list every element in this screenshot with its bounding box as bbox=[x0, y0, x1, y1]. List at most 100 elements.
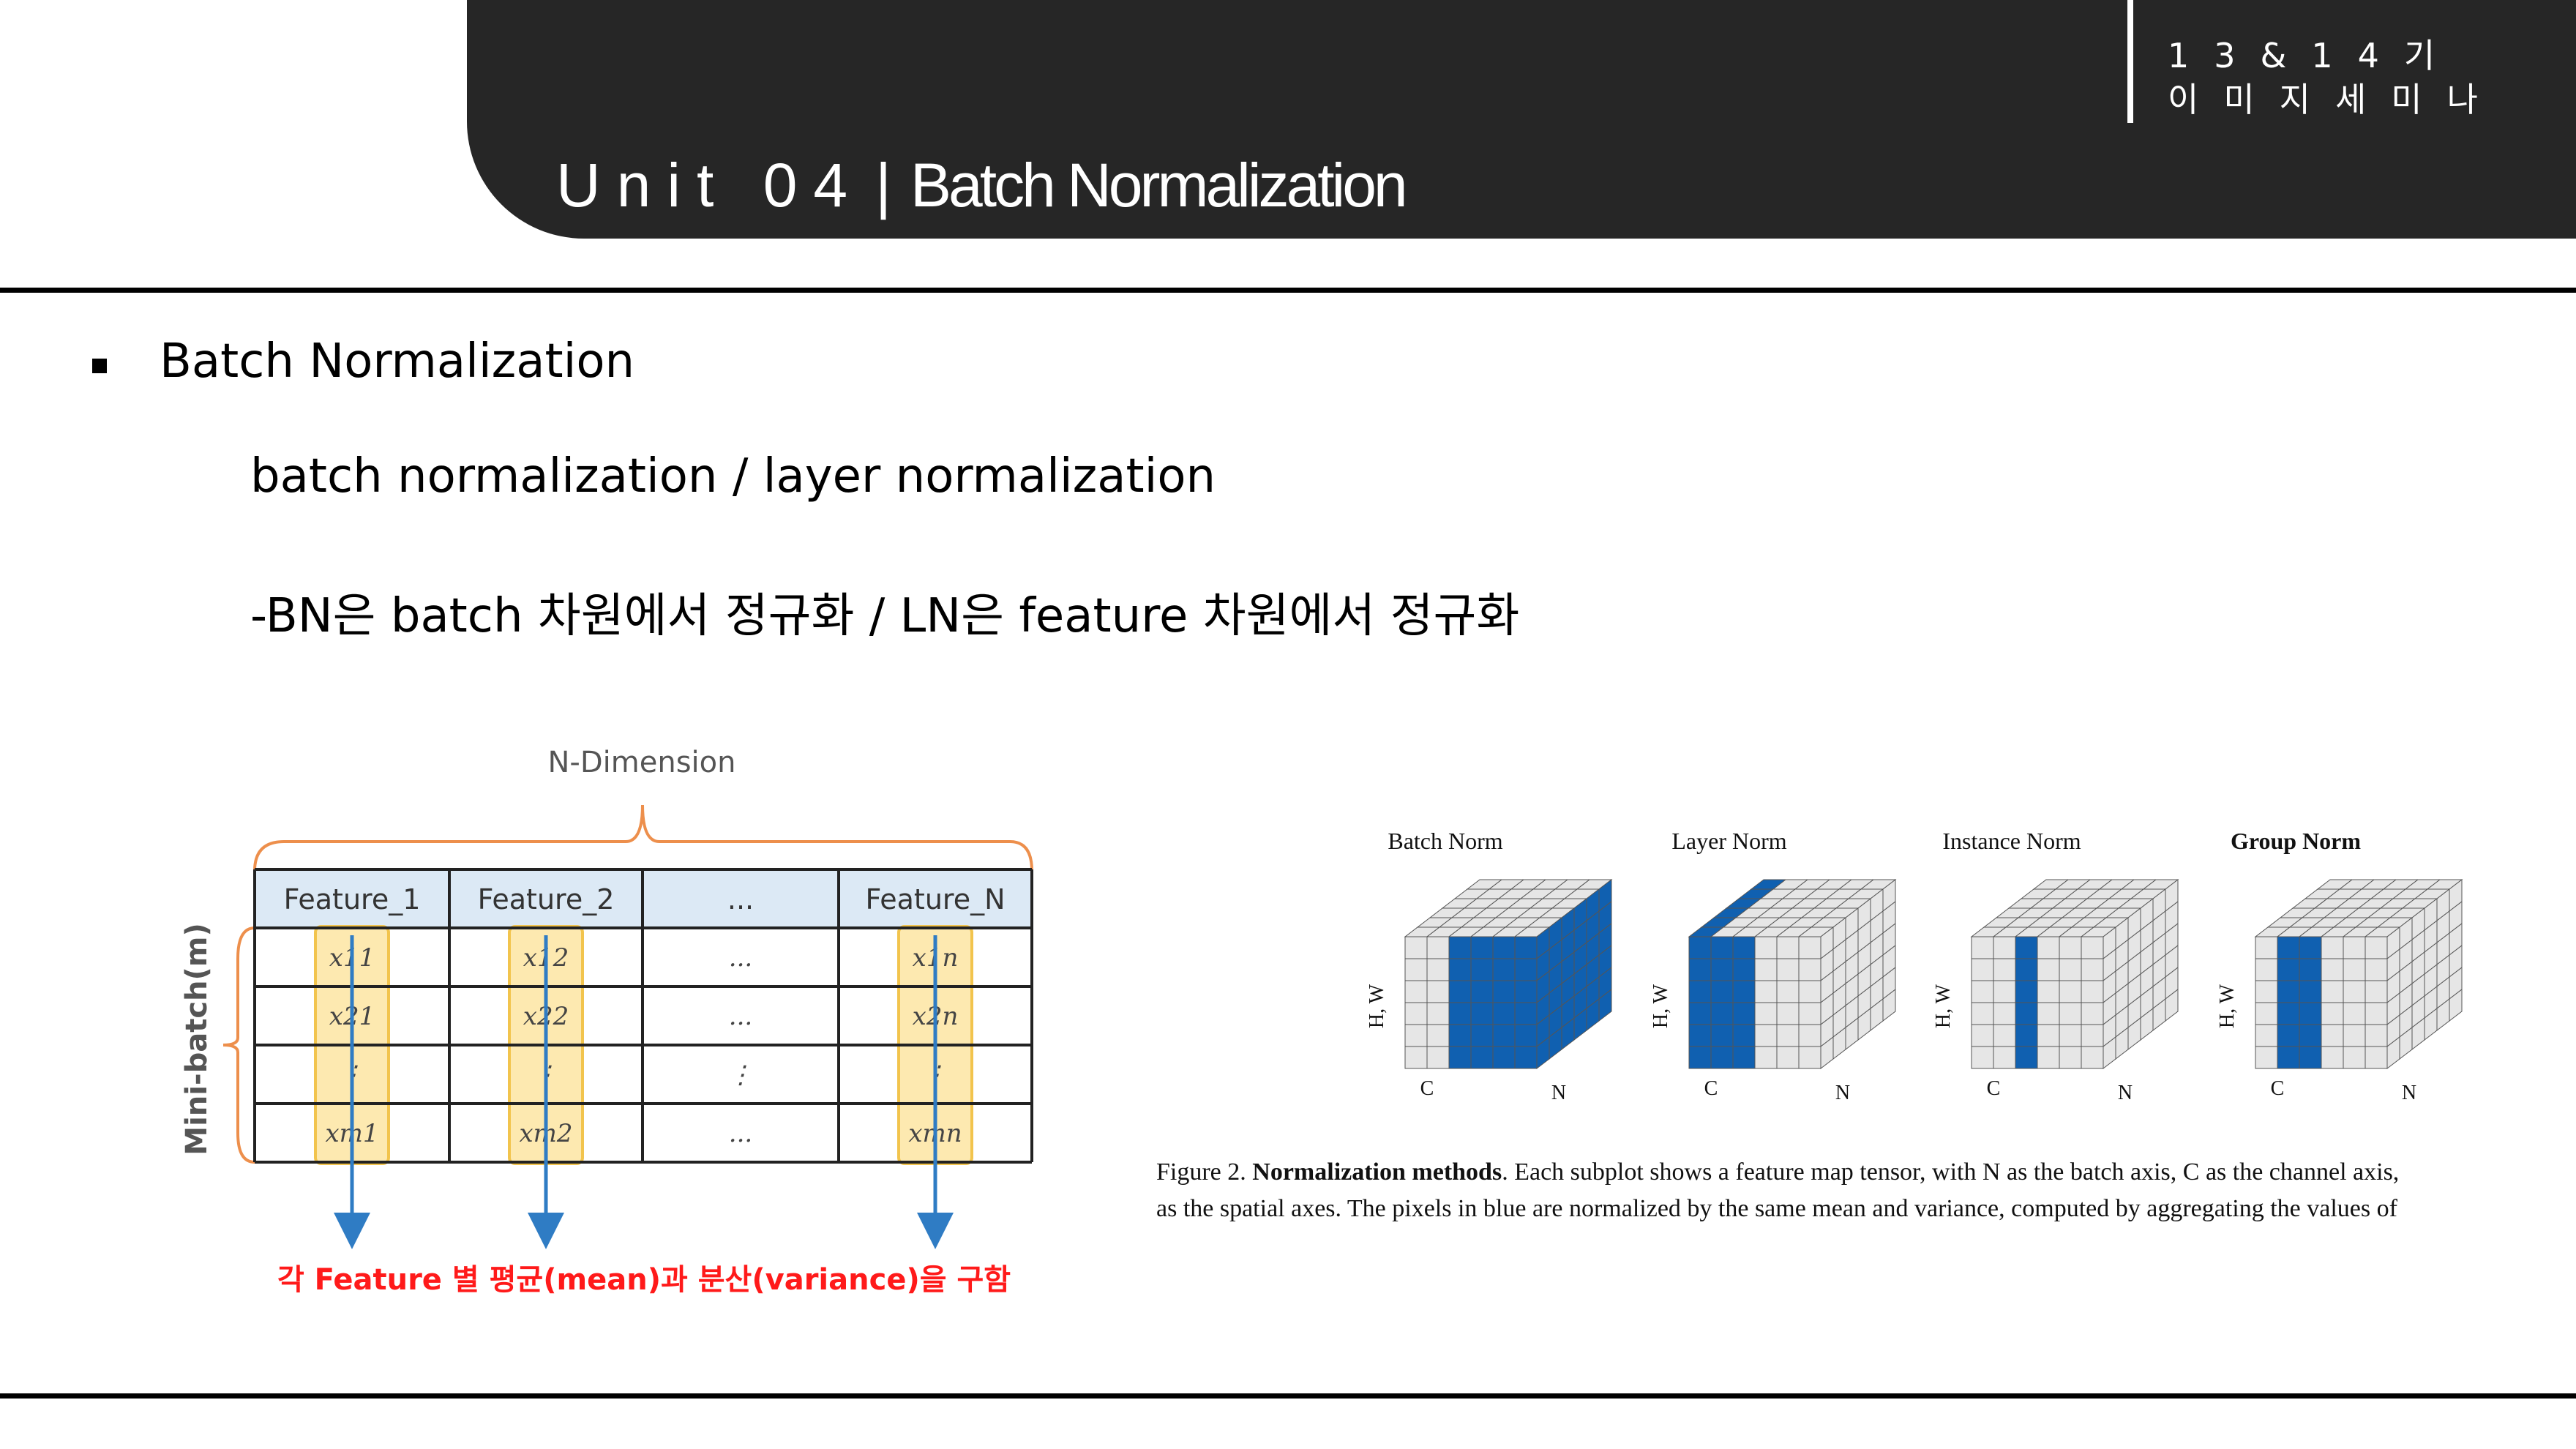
axis-c-label: C bbox=[1987, 1077, 2001, 1100]
cube-front-cell bbox=[1470, 958, 1494, 981]
cube-front-cell bbox=[1798, 1046, 1821, 1069]
cube-front-cell bbox=[1971, 958, 1994, 981]
cube-front-cell bbox=[2255, 1024, 2278, 1047]
cube-front-cell bbox=[1993, 936, 2016, 959]
cube-front-cell bbox=[2321, 1024, 2344, 1047]
cube-front-cell bbox=[2365, 1002, 2388, 1025]
cube-side-cell bbox=[1598, 988, 1612, 1022]
cube-front-cell bbox=[1776, 980, 1800, 1003]
cube-front-cell bbox=[2343, 1046, 2366, 1069]
cube-front-cell bbox=[2059, 980, 2082, 1003]
title-unit: Unit 04 bbox=[556, 151, 864, 220]
cube-front-cell bbox=[1426, 958, 1450, 981]
cube-front-cell bbox=[1993, 958, 2016, 981]
cube-front-cell bbox=[1404, 1002, 1428, 1025]
cube-front-cell bbox=[1514, 1024, 1538, 1047]
cube-front-cell bbox=[1404, 1024, 1428, 1047]
cube-front-cell bbox=[1776, 1002, 1800, 1025]
cube-front-cell bbox=[2037, 936, 2060, 959]
cube-front-cell bbox=[2081, 936, 2104, 959]
cube-front-cell bbox=[2321, 980, 2344, 1003]
cube-title: Instance Norm bbox=[1942, 828, 2081, 854]
cube-front-cell bbox=[1776, 936, 1800, 959]
cube-front-cell bbox=[1426, 936, 1450, 959]
cube-front-cell bbox=[2277, 936, 2300, 959]
cube-front-cell bbox=[2255, 980, 2278, 1003]
cube-front-cell bbox=[1492, 958, 1516, 981]
cube-front-cell bbox=[2365, 980, 2388, 1003]
cube-front-cell bbox=[1754, 1002, 1778, 1025]
cube-front-cell bbox=[2037, 958, 2060, 981]
cube-front-cell bbox=[2081, 1024, 2104, 1047]
cube-front-cell bbox=[1971, 980, 1994, 1003]
cube-front-cell bbox=[1448, 936, 1472, 959]
cube-front-cell bbox=[1404, 936, 1428, 959]
cube-front-cell bbox=[2015, 980, 2038, 1003]
cube-front-cell bbox=[1710, 936, 1734, 959]
cube-front-cell bbox=[2343, 1024, 2366, 1047]
table-cell: ... bbox=[729, 943, 752, 973]
cube-front-cell bbox=[2081, 980, 2104, 1003]
cube-front-cell bbox=[1710, 1046, 1734, 1069]
cube-front-cell bbox=[1710, 1024, 1734, 1047]
cube-front-cell bbox=[1732, 1046, 1756, 1069]
minibatch-label: Mini-batch(m) bbox=[180, 923, 214, 1155]
table-cell: ... bbox=[729, 1119, 752, 1148]
cube-front-cell bbox=[2059, 958, 2082, 981]
axis-n-label: N bbox=[1551, 1082, 1566, 1104]
cube-front-cell bbox=[2299, 936, 2322, 959]
caption-bold: Normalization methods bbox=[1252, 1158, 1502, 1186]
cube-front-cell bbox=[2081, 958, 2104, 981]
cube-front-cell bbox=[1688, 936, 1712, 959]
cube-front-cell bbox=[1448, 1002, 1472, 1025]
cube-front-cell bbox=[2343, 936, 2366, 959]
cube-front-cell bbox=[1732, 980, 1756, 1003]
cube-front-cell bbox=[1514, 958, 1538, 981]
tag-divider bbox=[2127, 0, 2133, 123]
cube-front-cell bbox=[1798, 958, 1821, 981]
cube-side-cell bbox=[2449, 988, 2463, 1022]
cube-front-cell bbox=[1514, 936, 1538, 959]
axis-n-label: N bbox=[2402, 1082, 2416, 1104]
cube-front-cell bbox=[2299, 1002, 2322, 1025]
cube-front-cell bbox=[1798, 980, 1821, 1003]
cube-front-cell bbox=[1776, 1046, 1800, 1069]
table-cell: ⋮ bbox=[728, 1060, 753, 1090]
cube-front-cell bbox=[1971, 1024, 1994, 1047]
axis-hw-label: H, W bbox=[1650, 984, 1672, 1028]
cube-front-cell bbox=[1448, 958, 1472, 981]
cube-front-cell bbox=[1993, 980, 2016, 1003]
axis-c-label: C bbox=[2271, 1077, 2285, 1100]
cube-front-cell bbox=[2277, 958, 2300, 981]
cube-front-cell bbox=[1470, 936, 1494, 959]
cube-front-cell bbox=[2015, 1024, 2038, 1047]
table-cell: ... bbox=[729, 1002, 752, 1031]
cube-front-cell bbox=[1688, 1024, 1712, 1047]
cube-front-cell bbox=[1426, 1024, 1450, 1047]
text-line-1: batch normalization / layer normalizatio… bbox=[250, 449, 1216, 503]
axis-c-label: C bbox=[1704, 1077, 1718, 1100]
cube-front-cell bbox=[2299, 980, 2322, 1003]
cube-front-cell bbox=[1426, 980, 1450, 1003]
cube-front-cell bbox=[1993, 1002, 2016, 1025]
cube-front-cell bbox=[2277, 1024, 2300, 1047]
cube-front-cell bbox=[2365, 958, 2388, 981]
cube-front-cell bbox=[2081, 1002, 2104, 1025]
cube-front-cell bbox=[1470, 1002, 1494, 1025]
cube-front-cell bbox=[2277, 1046, 2300, 1069]
cube-front-cell bbox=[1710, 980, 1734, 1003]
cube-side-cell bbox=[2165, 988, 2179, 1022]
cube-front-cell bbox=[2321, 958, 2344, 981]
cube-side-cell bbox=[1882, 988, 1896, 1022]
cube-front-cell bbox=[1688, 1046, 1712, 1069]
cube-front-cell bbox=[2299, 1024, 2322, 1047]
cube-front-cell bbox=[1710, 1002, 1734, 1025]
cube-front-cell bbox=[1732, 1002, 1756, 1025]
cube-front-cell bbox=[1426, 1002, 1450, 1025]
